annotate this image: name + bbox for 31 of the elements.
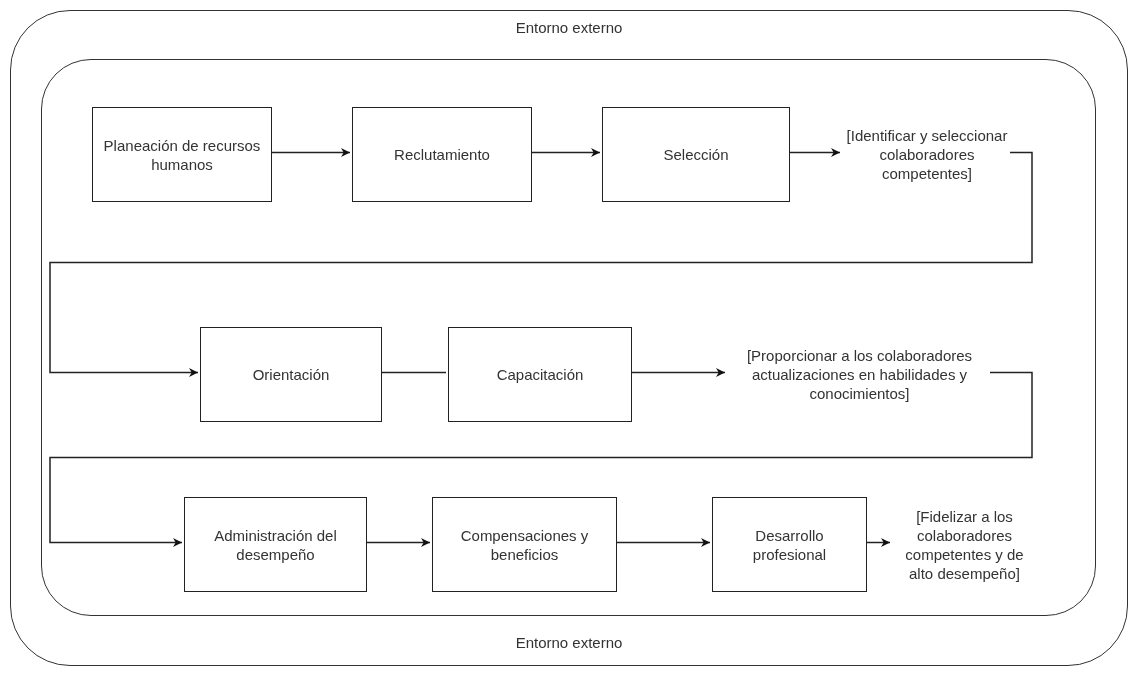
arrow [49,371,1033,547]
step-label: Reclutamiento [394,145,490,164]
outcome-text: [Proporcionar a los colaboradores actualizaciones en habilidades y conocimientos] [727,327,992,422]
arrow [864,538,891,547]
process-box [602,107,790,202]
process-box [352,107,532,202]
step-label: Selección [663,145,729,164]
process-box [200,327,382,422]
connector-line [379,371,447,374]
step-label: Orientación [252,365,330,384]
step-label: Desarrollo profesional [751,525,828,564]
arrow [49,151,1033,377]
environment-boundary [10,10,1128,666]
process-box [432,497,617,592]
process-box [184,497,367,592]
process-box [92,107,272,202]
arrow [364,538,431,547]
arrow [269,148,351,157]
process-area [41,59,1096,616]
outcome-text: [Identificar y seleccionar colaboradores competentes] [842,107,1012,202]
arrow [629,368,726,377]
arrow [787,148,841,157]
step-label: Compensaciones y beneficios [459,525,590,564]
step-label: Planeación de recursos humanos [102,135,262,174]
arrow [529,148,601,157]
outcome-text: [Fidelizar a los colaboradores competentes y de alto desempeño] [892,482,1037,607]
arrow [614,538,711,547]
process-box [712,497,867,592]
step-label: Capacitación [496,365,584,384]
process-box [448,327,632,422]
step-label: Administración del desempeño [213,525,338,564]
